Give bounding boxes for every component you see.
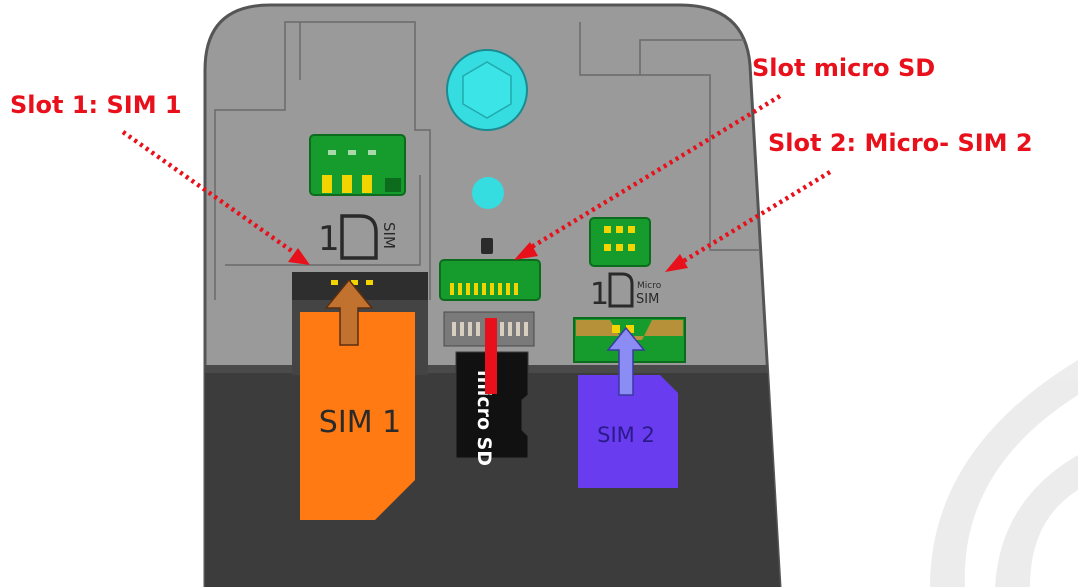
slot2-callout-label: Slot 2: Micro- SIM 2 (768, 129, 1033, 157)
micro-sim-tag-line2: SIM (636, 292, 659, 307)
microsd-pointer-arrowhead-icon (514, 242, 538, 260)
sim1-pcb (309, 134, 406, 196)
svg-text:1: 1 (318, 219, 340, 259)
microsd-insert-arrow-icon (485, 318, 497, 394)
sim1-card-label: SIM 1 (319, 405, 401, 440)
internal-panel-outlines (214, 21, 760, 300)
callout-pointers (121, 94, 832, 264)
sim2-pcb (589, 217, 651, 267)
watermark-swoosh (930, 360, 1078, 587)
micro-sim-tag: 1 Micro SIM (590, 272, 662, 312)
sim2-card-label: SIM 2 (597, 423, 655, 447)
sim1-insert-arrow-icon (324, 278, 374, 346)
slot1-callout-label: Slot 1: SIM 1 (10, 91, 182, 119)
sim2-insert-arrow-icon (606, 326, 646, 396)
microsd-card: micro SD (455, 351, 529, 466)
slot2-pointer-arrowhead-icon (665, 254, 688, 272)
sim2-card: SIM 2 (578, 375, 678, 488)
slot1-pointer (121, 130, 298, 256)
microsd-callout-label: Slot micro SD (752, 54, 935, 82)
micro-sim-tag-line1: Micro (637, 281, 662, 291)
slot1-pointer-arrowhead-icon (288, 248, 310, 265)
flash-lens-icon (472, 177, 504, 209)
microsd-card-label: micro SD (473, 370, 495, 466)
microsd-slot (439, 238, 541, 347)
sim-tag-text: SIM (380, 222, 398, 249)
sim-tag: 1 SIM (318, 214, 398, 260)
slot2-pointer (680, 170, 832, 264)
sim1-card: SIM 1 (300, 312, 415, 520)
svg-text:1: 1 (590, 277, 609, 312)
